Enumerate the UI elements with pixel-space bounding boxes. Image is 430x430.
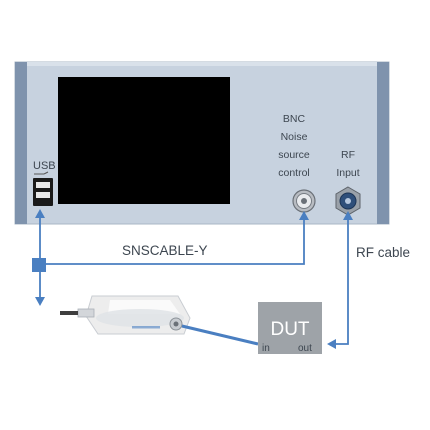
usb-label: USB: [33, 160, 56, 172]
rf-cable: [327, 211, 353, 349]
bnc-connector[interactable]: [292, 189, 316, 213]
noise-source-device: [60, 295, 191, 335]
dut-in-label: in: [262, 343, 270, 354]
svg-text:BNC: BNC: [283, 113, 306, 125]
dut-out-label: out: [298, 343, 312, 354]
rf-input-connector[interactable]: [335, 186, 361, 216]
sns-cable-label: SNSCABLE-Y: [122, 243, 208, 258]
dut-box: [258, 302, 322, 354]
dut-input-cable: [181, 324, 259, 346]
usb-icon: [34, 171, 49, 175]
sns-cable: [32, 209, 309, 306]
rf-input-label: RF Input: [336, 149, 359, 179]
usb-port[interactable]: [33, 178, 53, 206]
bnc-noise-label: BNC Noise source control: [278, 113, 310, 179]
rf-cable-label: RF cable: [356, 245, 410, 260]
svg-text:Input: Input: [336, 167, 359, 179]
dut-label: DUT: [270, 319, 309, 340]
svg-text:control: control: [278, 167, 310, 179]
svg-text:source: source: [278, 149, 310, 161]
cable-splitter: [32, 258, 46, 272]
svg-text:Noise: Noise: [281, 131, 308, 143]
display-screen: [58, 77, 230, 204]
svg-text:RF: RF: [341, 149, 355, 161]
